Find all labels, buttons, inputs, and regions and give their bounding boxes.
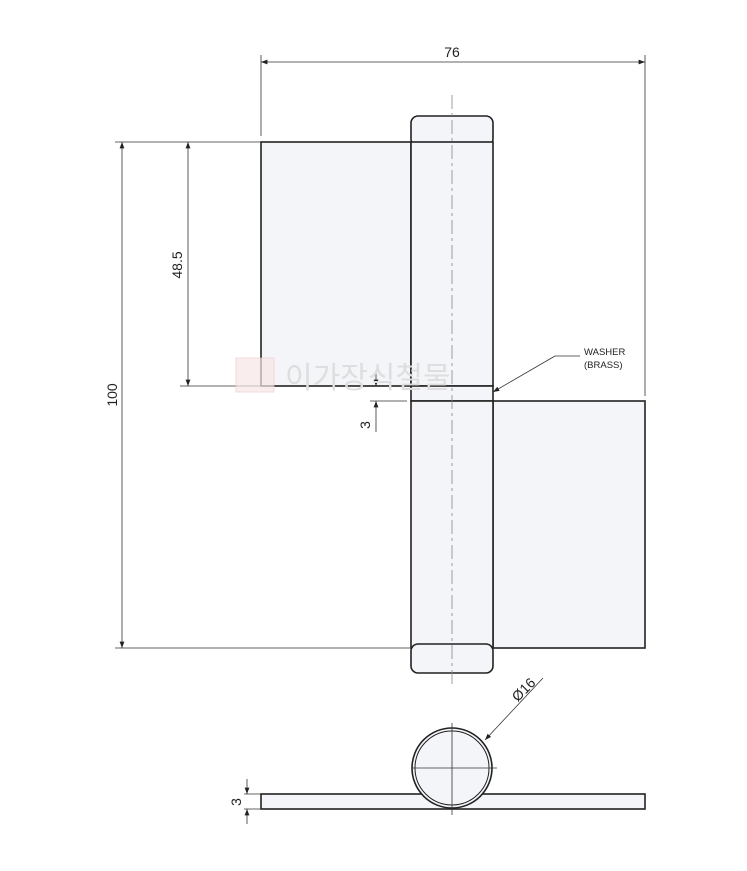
dimension-washer-gap: 3 — [357, 370, 407, 432]
right-leaf — [492, 400, 646, 649]
callout-line1: WASHER — [584, 347, 625, 358]
dimension-leaf-height: 48.5 — [169, 142, 261, 387]
callout-line2: (BRASS) — [584, 360, 623, 371]
dimension-height-label: 100 — [104, 383, 120, 407]
dimension-leaf-height-label: 48.5 — [169, 251, 185, 278]
dimension-width-label: 76 — [444, 44, 460, 60]
dimension-washer-gap-label: 3 — [357, 421, 373, 429]
dimension-diameter-label: Ø16 — [508, 674, 538, 704]
dimension-width: 76 — [260, 44, 646, 396]
left-leaf — [260, 141, 412, 387]
washer-callout: WASHER (BRASS) — [492, 347, 625, 393]
seal-icon — [235, 357, 275, 393]
watermark: 이가장식철물 — [235, 357, 451, 395]
dimension-diameter: Ø16 — [484, 674, 544, 741]
dimension-plate-thickness-label: 3 — [228, 798, 244, 806]
dimension-plate-thickness: 3 — [228, 779, 261, 824]
watermark-text: 이가장식철물 — [285, 362, 451, 395]
